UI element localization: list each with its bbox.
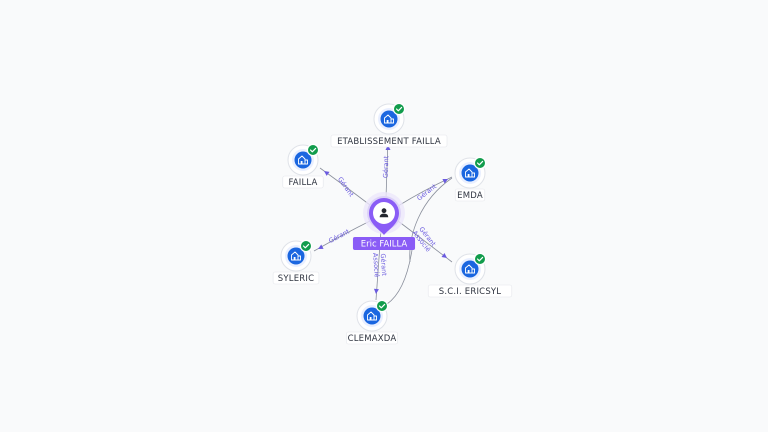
company-node-emda[interactable]: EMDA bbox=[454, 156, 487, 202]
company-label: S.C.I. ERICSYL bbox=[427, 284, 513, 298]
arrow-head-icon bbox=[373, 288, 379, 294]
arrow-head-icon bbox=[318, 244, 324, 249]
building-icon bbox=[291, 251, 301, 261]
company-name: SYLERIC bbox=[278, 274, 314, 284]
company-label: FAILLA bbox=[282, 175, 324, 189]
edge-failla: Gérant bbox=[319, 167, 371, 206]
company-name: ETABLISSEMENT FAILLA bbox=[337, 137, 441, 147]
person-name: Eric FAILLA bbox=[361, 240, 408, 250]
edge-line bbox=[319, 167, 371, 206]
connector-curve bbox=[409, 177, 453, 263]
company-node-syleric[interactable]: SYLERIC bbox=[272, 239, 320, 285]
building-icon bbox=[384, 114, 394, 124]
relation-label: Gérant bbox=[336, 175, 356, 198]
arrow-head-icon bbox=[324, 171, 330, 176]
building-icon bbox=[298, 155, 308, 165]
person-node[interactable]: Eric FAILLA bbox=[352, 192, 416, 250]
company-name: FAILLA bbox=[288, 178, 317, 188]
building-icon bbox=[465, 168, 475, 178]
verified-check-icon bbox=[473, 156, 487, 170]
edge-line bbox=[397, 220, 453, 263]
verified-check-icon bbox=[306, 143, 320, 157]
company-node-sci-ericsyl[interactable]: S.C.I. ERICSYL bbox=[427, 252, 513, 298]
nodes-layer: ETABLISSEMENT FAILLA FAILLA EMDA SYLERIC S.C… bbox=[272, 102, 513, 345]
user-icon bbox=[379, 208, 389, 218]
verified-check-icon bbox=[299, 239, 313, 253]
company-label: EMDA bbox=[454, 188, 486, 202]
connector-curve bbox=[386, 249, 413, 305]
edge-etablissement-failla: Gérant bbox=[382, 138, 391, 199]
relation-label: Gérant bbox=[327, 227, 351, 245]
company-name: EMDA bbox=[457, 191, 483, 201]
company-label: CLEMAXDA bbox=[346, 331, 398, 345]
building-icon bbox=[465, 264, 475, 274]
arrow-head-icon bbox=[441, 252, 447, 258]
relation-label: Gérant bbox=[382, 155, 391, 178]
company-node-failla[interactable]: FAILLA bbox=[282, 143, 324, 189]
company-label: ETABLISSEMENT FAILLA bbox=[330, 134, 448, 148]
company-node-etablissement-failla[interactable]: ETABLISSEMENT FAILLA bbox=[330, 102, 448, 148]
arrow-head-icon bbox=[442, 179, 448, 184]
company-node-clemaxda[interactable]: CLEMAXDA bbox=[346, 299, 398, 345]
company-name: S.C.I. ERICSYL bbox=[439, 287, 502, 297]
building-icon bbox=[367, 311, 377, 321]
verified-check-icon bbox=[392, 102, 406, 116]
relation-label: GérantAssocié bbox=[371, 252, 388, 278]
company-name: CLEMAXDA bbox=[348, 334, 397, 344]
person-label: Eric FAILLA bbox=[352, 237, 416, 250]
edge-emda: Gérant bbox=[397, 176, 453, 207]
verified-check-icon bbox=[473, 252, 487, 266]
company-label: SYLERIC bbox=[272, 271, 320, 285]
verified-check-icon bbox=[375, 299, 389, 313]
arrow-head-icon bbox=[385, 145, 391, 150]
